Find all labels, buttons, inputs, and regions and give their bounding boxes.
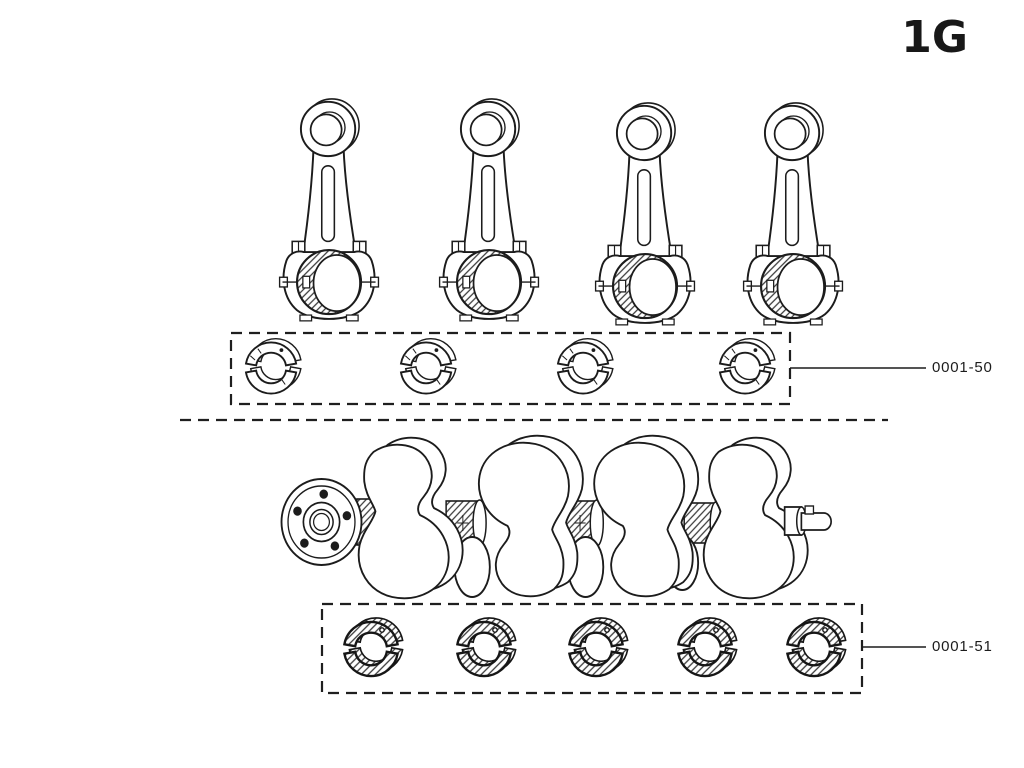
rod-bearing-box [229, 331, 792, 406]
main-bearing-box [320, 602, 864, 695]
page-code: 1G [901, 12, 968, 63]
connecting-rod-3 [594, 101, 696, 326]
callout-label-0001-51: 0001-51 [932, 638, 993, 655]
main-bearing-shell-5 [786, 616, 847, 678]
main-bearing-shell-3 [568, 616, 629, 678]
connecting-rods-group [278, 97, 844, 326]
crank-flange [280, 478, 363, 566]
rod-bearing-shell-4 [719, 337, 776, 395]
crank-web-2 [477, 434, 584, 598]
main-bearing-shell-2 [456, 616, 517, 678]
rod-bearing-shell-1 [245, 337, 302, 395]
rod-bearing-shell-2 [400, 337, 457, 395]
connecting-rod-1 [278, 97, 380, 322]
crank-web-1 [357, 436, 464, 600]
crank-web-3 [593, 434, 700, 598]
rod-bearing-shell-3 [557, 337, 614, 395]
callout-label-0001-50: 0001-50 [932, 359, 993, 376]
main-bearing-shell-1 [343, 616, 404, 678]
connecting-rod-4 [742, 101, 844, 326]
crank-nose [783, 505, 832, 536]
crankshaft [280, 434, 832, 600]
rod-bearing-set [245, 337, 776, 395]
connecting-rod-2 [438, 97, 540, 322]
main-bearing-shell-4 [677, 616, 738, 678]
main-bearing-set [343, 616, 847, 678]
